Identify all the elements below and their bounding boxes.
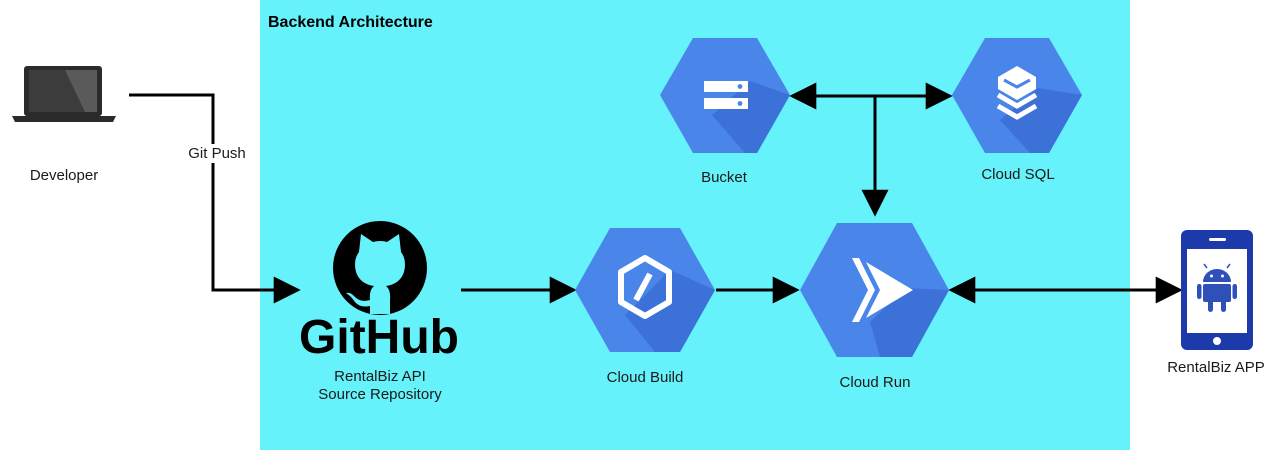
cloud-build-icon: [575, 228, 715, 352]
github-wordmark: GitHub: [299, 311, 459, 364]
developer-label: Developer: [29, 167, 99, 184]
cloud-sql-label: Cloud SQL: [981, 166, 1055, 183]
cloud-build-label: Cloud Build: [606, 369, 684, 386]
github-logo: GitHub: [299, 221, 459, 364]
panel-title: Backend Architecture: [268, 14, 433, 31]
storage-bucket-icon: [660, 38, 790, 153]
laptop-icon: [12, 66, 116, 122]
github-repo-label-line1: RentalBiz API: [334, 368, 426, 385]
android-phone-icon: [1181, 230, 1253, 350]
git-push-label: Git Push: [185, 144, 249, 163]
android-robot-icon: [1197, 263, 1237, 312]
cloud-run-icon: [800, 223, 949, 357]
mobile-app-label: RentalBiz APP: [1167, 359, 1265, 376]
edges: [129, 82, 1183, 304]
bucket-label: Bucket: [701, 169, 747, 186]
cloud-sql-icon: [952, 38, 1082, 153]
github-repo-label-line2: Source Repository: [318, 386, 442, 403]
edge-git-push: [129, 93, 301, 304]
cloud-run-label: Cloud Run: [839, 374, 911, 391]
